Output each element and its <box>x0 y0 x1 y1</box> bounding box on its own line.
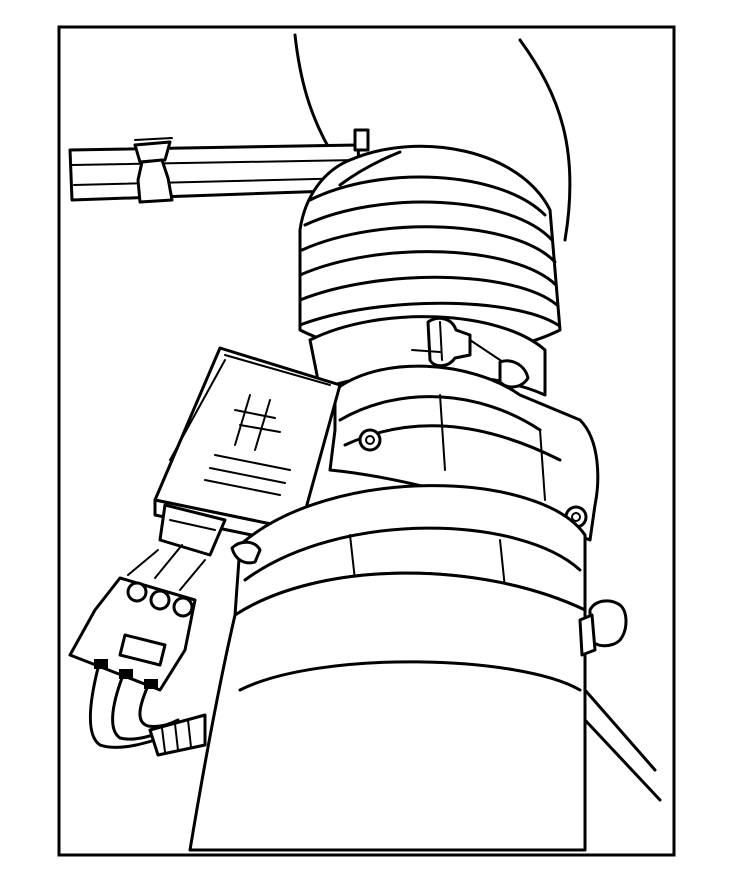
frame <box>57 25 676 857</box>
lower-duct <box>188 571 662 852</box>
air-inlet-duct <box>298 144 562 358</box>
wire-harness <box>88 666 207 757</box>
lower-duct-clamp <box>230 484 587 617</box>
mass-air-flow-sensor <box>328 364 600 542</box>
electrical-connector <box>68 503 227 692</box>
upper-hose <box>293 33 572 242</box>
retaining-bolt <box>578 599 628 657</box>
